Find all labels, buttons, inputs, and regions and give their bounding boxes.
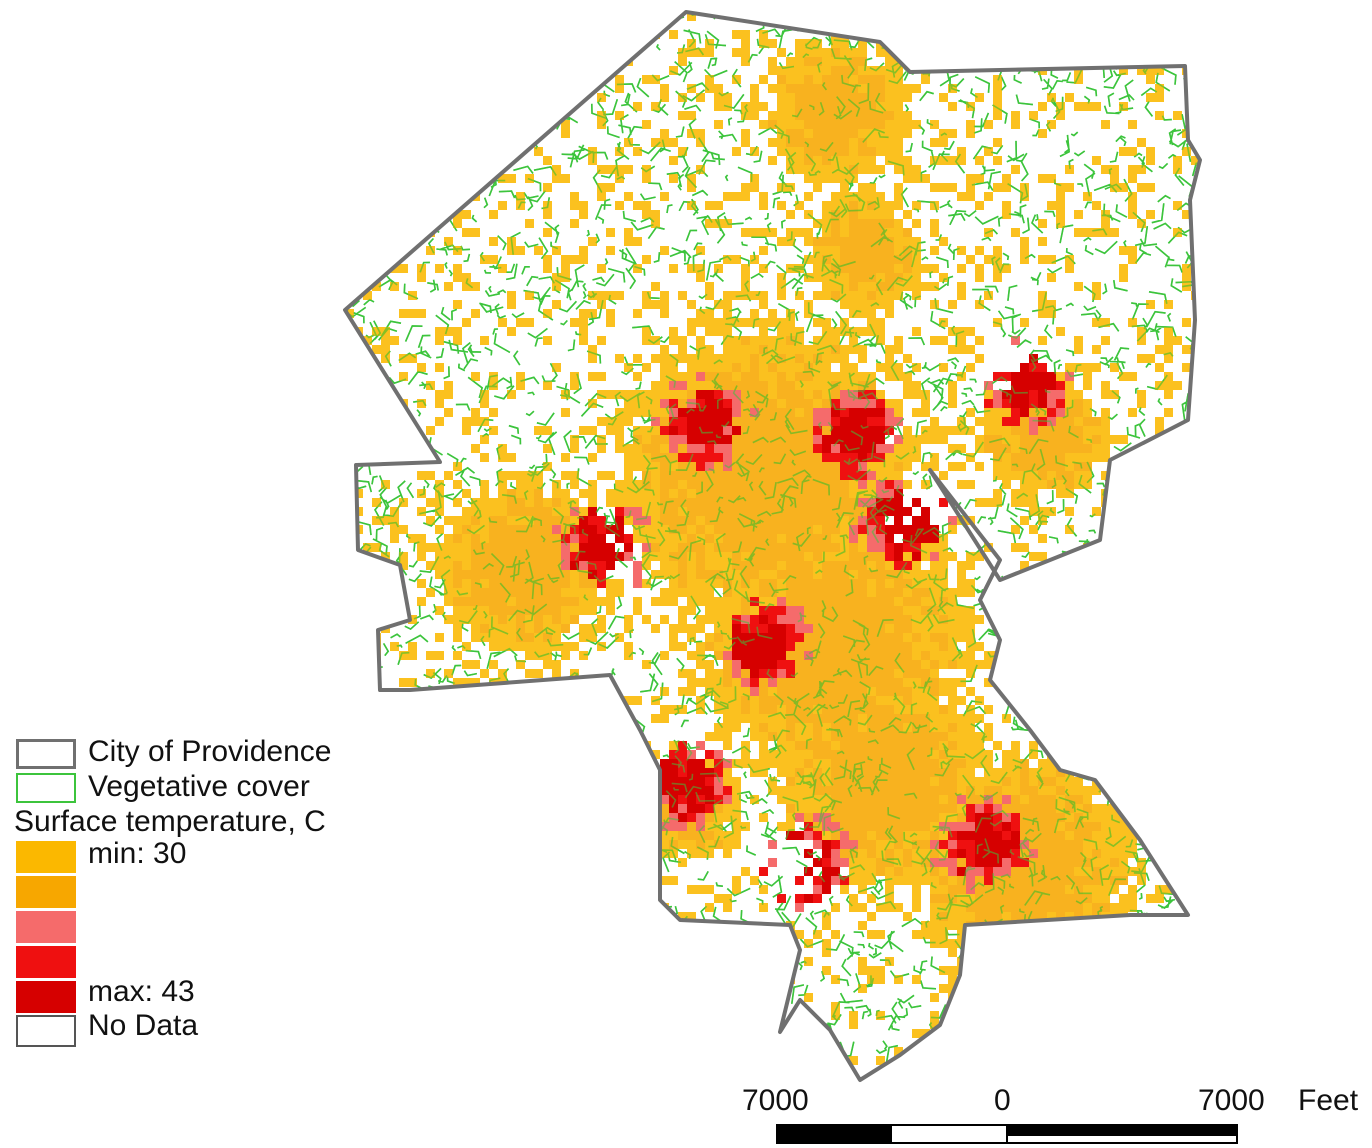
legend-swatch-boundary [16,739,76,769]
legend-swatch-no-data [16,1015,76,1047]
legend-swatch-temp-4 [16,946,76,978]
legend-label-vegetation: Vegetative cover [88,770,310,803]
scale-label-left: 7000 [742,1084,809,1117]
scale-segment-4 [1006,1134,1238,1144]
legend-label-min: min: 30 [88,837,187,870]
legend-swatch-temp-5 [16,981,76,1013]
legend-label-boundary: City of Providence [88,735,332,768]
scale-segment-2 [890,1124,1008,1144]
city-boundary [343,10,1202,1082]
heat-cells-t5 [570,354,1056,903]
scale-segment-1 [776,1124,892,1144]
legend-label-no-data: No Data [88,1009,199,1042]
heat-cells-t3 [552,336,1074,912]
scale-label-right: 7000 [1198,1084,1265,1117]
legend-label-max: max: 43 [88,975,195,1008]
legend-swatch-vegetation [16,773,76,803]
scale-label-center: 0 [994,1084,1011,1117]
map-legend: City of Providence Vegetative cover Surf… [14,733,394,1053]
scale-label-unit: Feet [1298,1084,1359,1117]
legend-swatch-temp-3 [16,911,76,943]
legend-title-temperature: Surface temperature, C [14,805,326,838]
legend-swatch-temp-2 [16,876,76,908]
scale-bar: 7000 0 7000 Feet [730,1084,1370,1148]
legend-swatch-temp-1 [16,841,76,873]
heat-cells-t2 [453,48,1128,975]
